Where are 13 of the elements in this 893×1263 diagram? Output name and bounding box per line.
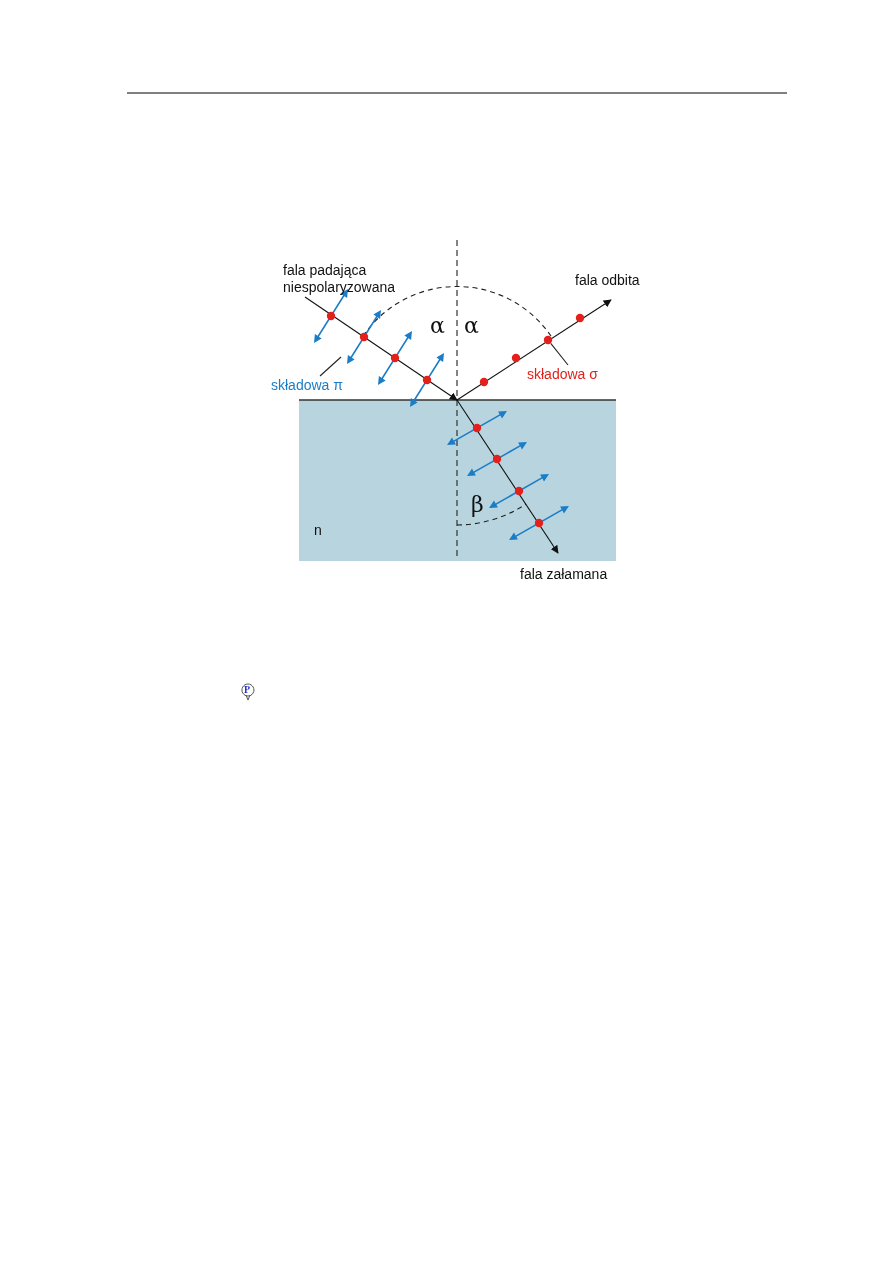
- component-label: składowa σ: [527, 366, 598, 383]
- wave-label: fala załamana: [520, 566, 608, 583]
- component-label: składowa π: [271, 377, 343, 394]
- leader-line: [319, 356, 342, 377]
- medium-label: n: [314, 522, 322, 539]
- icon-letter: P: [244, 684, 251, 696]
- angle-symbol: α: [430, 314, 445, 338]
- angle-symbol: β: [471, 493, 484, 517]
- leader-line: [550, 342, 569, 366]
- wave-label: fala padająca niespolaryzowana: [283, 262, 397, 296]
- wave-label: fala odbita: [575, 272, 640, 289]
- angle-symbol: α: [464, 314, 479, 338]
- polarization-dot: [543, 335, 553, 345]
